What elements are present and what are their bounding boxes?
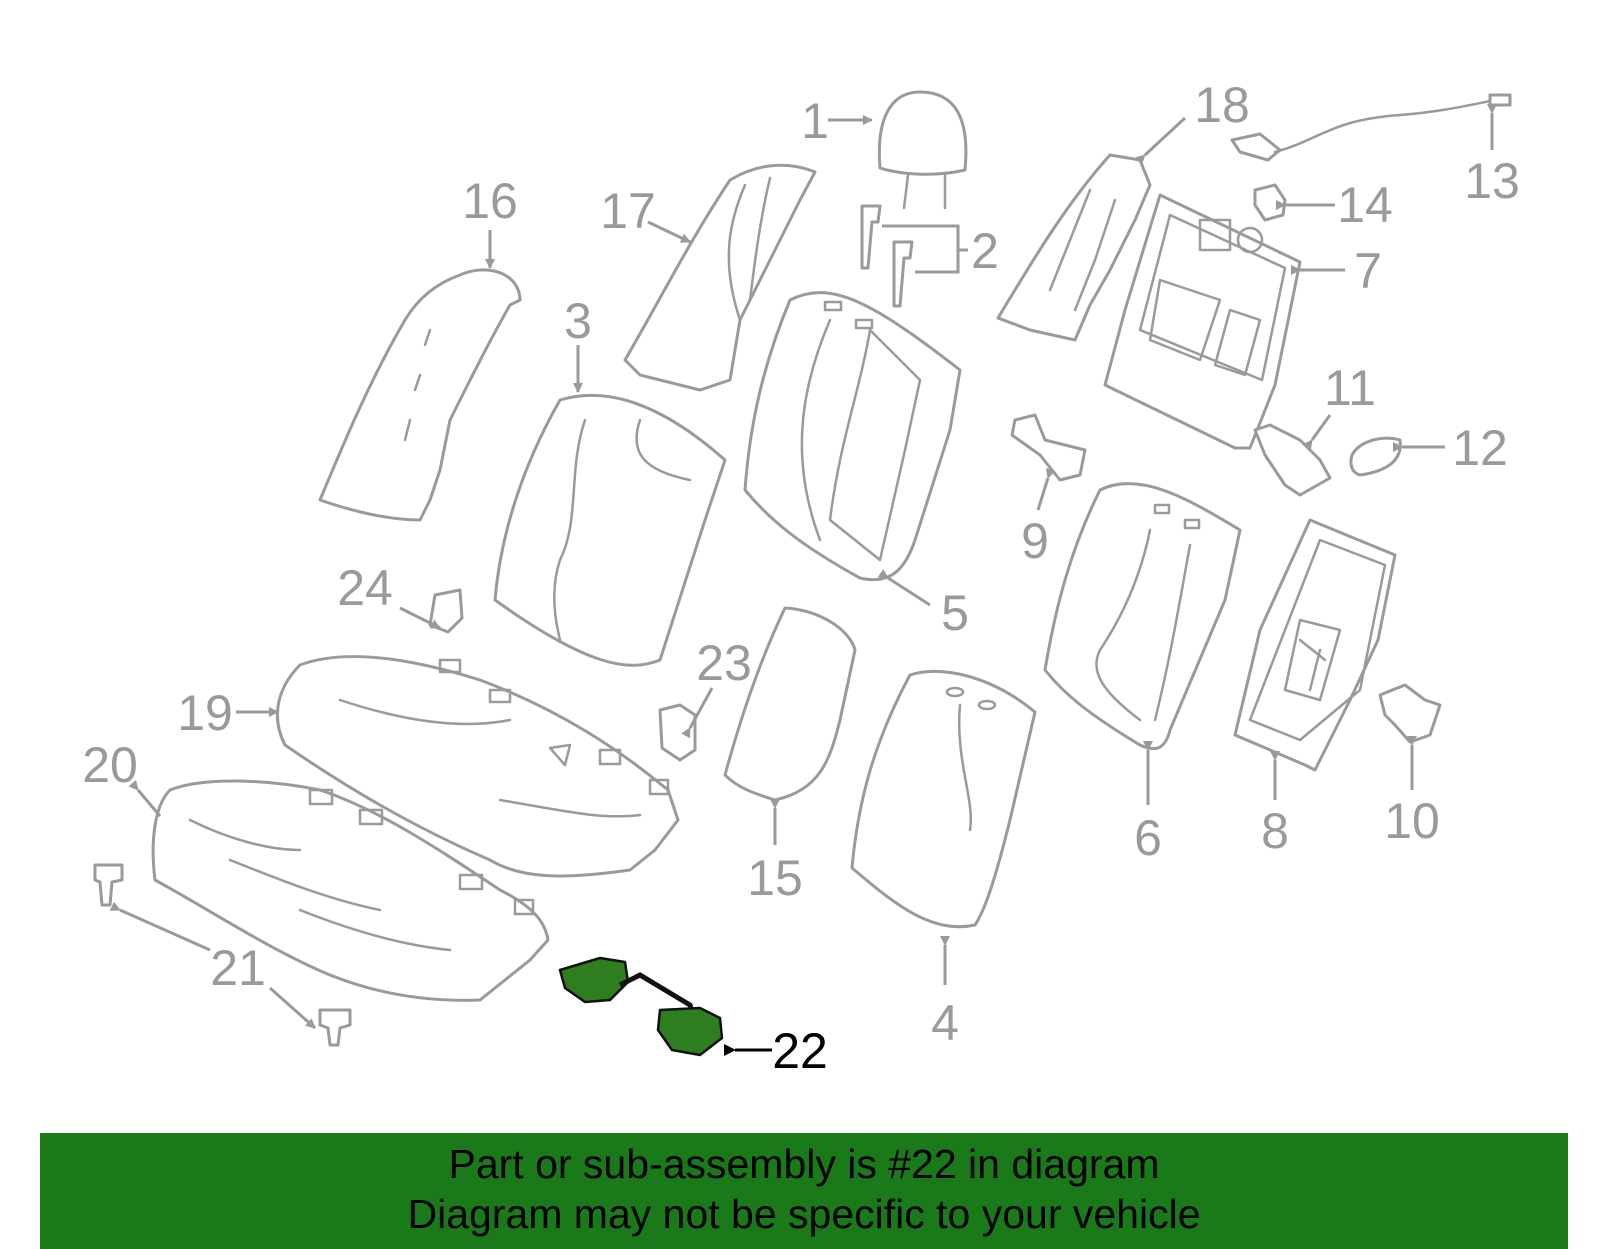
leader-lines [109,104,1497,1056]
banner-line-2: Diagram may not be specific to your vehi… [407,1191,1201,1237]
callout-10: 10 [1384,793,1440,849]
callout-23: 23 [696,635,752,691]
part-3-seatback-cover [493,394,727,667]
callout-13: 13 [1464,153,1520,209]
part-8-seatback-frame [1233,518,1397,772]
part-14-clip [1253,183,1287,222]
callout-4: 4 [931,995,959,1051]
callout-16: 16 [462,173,518,229]
part-10-bracket [1378,683,1442,744]
callout-17: 17 [600,183,656,239]
part-19-seat-cushion [275,655,680,878]
part-6-seatback-pad [1043,482,1242,751]
part-4-back-panel [850,669,1037,929]
callout-12: 12 [1452,420,1508,476]
callout-18: 18 [1194,77,1250,133]
part-22-latch-assembly[interactable] [558,956,724,1057]
callout-5: 5 [941,585,969,641]
part-1-headrest [877,90,968,210]
part-7-seatback-frame [1103,193,1302,450]
callout-labels: 1 2 3 4 5 6 7 8 9 10 11 12 13 14 15 16 1… [82,77,1520,1079]
callout-7: 7 [1354,243,1382,299]
callout-9: 9 [1021,513,1049,569]
part-9-bracket [1010,413,1087,482]
callout-1: 1 [801,93,829,149]
callout-3: 3 [564,293,592,349]
part-13-cable [1230,93,1512,162]
callout-21: 21 [210,940,266,996]
callout-6: 6 [1134,810,1162,866]
callout-24: 24 [337,560,393,616]
seat-parts-diagram: 1 2 3 4 5 6 7 8 9 10 11 12 13 14 15 16 1… [82,77,1520,1079]
callout-19: 19 [177,685,233,741]
callout-8: 8 [1261,803,1289,859]
banner-line-1: Part or sub-assembly is #22 in diagram [448,1141,1160,1187]
callout-20: 20 [82,737,138,793]
part-23-clip [658,703,697,762]
callout-22: 22 [772,1023,828,1079]
part-12-cover [1349,436,1402,477]
part-16-side-bolster [318,268,522,522]
part-20-seat-pad [151,779,550,1002]
callout-14: 14 [1337,177,1393,233]
part-18-side-bolster [996,153,1152,342]
part-2-headrest-guides [860,204,968,308]
info-banner: Part or sub-assembly is #22 in diagram D… [40,1133,1568,1249]
part-21-clips [93,863,352,1047]
part-17-side-bolster [623,163,817,392]
part-5-seatback-pad [743,291,962,582]
part-11-bracket [1253,423,1332,497]
callout-11: 11 [1324,360,1376,416]
callout-15: 15 [747,850,803,906]
callout-2: 2 [971,223,999,279]
